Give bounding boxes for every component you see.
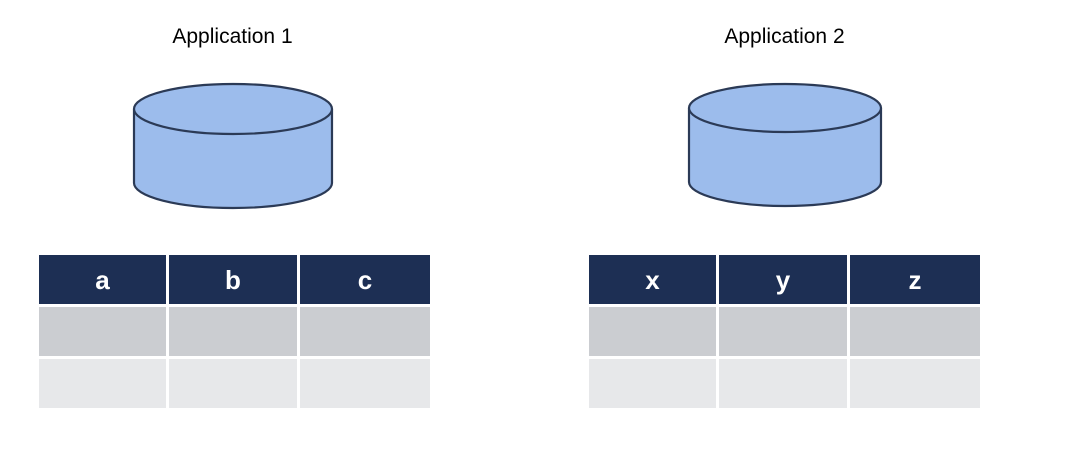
table-cell — [589, 307, 716, 356]
table-cell — [300, 359, 430, 408]
database-cylinder-icon — [687, 82, 883, 208]
table-header-cell-x: x — [589, 255, 716, 304]
database-cylinder-icon — [132, 82, 334, 210]
table-cell — [719, 307, 847, 356]
application-1-table: a b c — [39, 255, 430, 408]
application-1-database-cylinder — [131, 82, 335, 210]
table-header-cell-z: z — [850, 255, 980, 304]
table-cell — [169, 359, 297, 408]
application-2-database-cylinder — [686, 82, 884, 208]
application-1-title: Application 1 — [172, 25, 293, 48]
table-header-row: a b c — [39, 255, 430, 304]
table-row — [39, 359, 430, 408]
application-group-2: Application 2 x y z — [550, 0, 1020, 420]
table-cell — [39, 359, 166, 408]
table-cell — [850, 307, 980, 356]
table-cell — [719, 359, 847, 408]
table-cell — [169, 307, 297, 356]
application-2-title: Application 2 — [724, 25, 845, 48]
table-header-cell-c: c — [300, 255, 430, 304]
table-header-row: x y z — [589, 255, 980, 304]
application-group-1: Application 1 a b c — [0, 0, 470, 420]
table-row — [589, 307, 980, 356]
table-header-cell-a: a — [39, 255, 166, 304]
table-row — [589, 359, 980, 408]
table-cell — [850, 359, 980, 408]
table-row — [39, 307, 430, 356]
table-header-cell-y: y — [719, 255, 847, 304]
table-header-cell-b: b — [169, 255, 297, 304]
table-cell — [39, 307, 166, 356]
application-2-table: x y z — [589, 255, 980, 408]
table-cell — [300, 307, 430, 356]
table-cell — [589, 359, 716, 408]
